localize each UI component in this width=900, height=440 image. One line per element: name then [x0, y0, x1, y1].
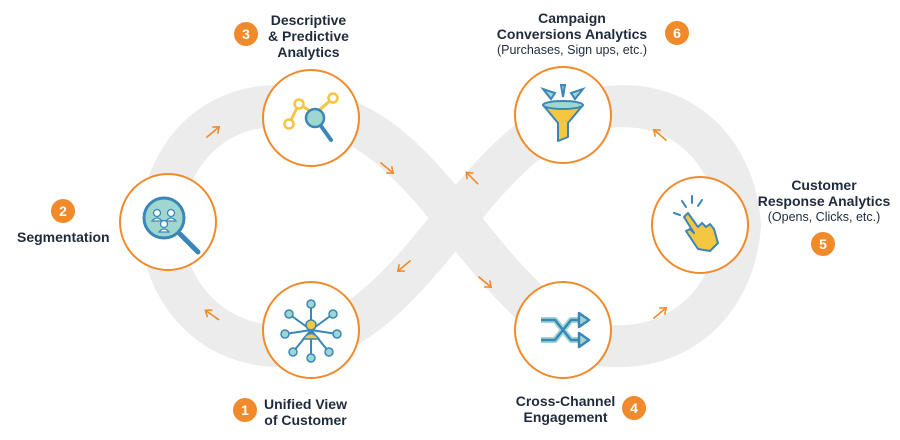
arrow-icon — [380, 162, 395, 174]
step-6-label: Campaign Conversions Analytics (Purchase… — [483, 10, 661, 58]
step-5-title-line1: Customer — [791, 177, 857, 193]
step-3-title-line1: Descriptive — [270, 12, 347, 28]
click-hand-icon — [673, 195, 719, 252]
step-1-label: Unified View of Customer — [264, 396, 347, 428]
step-3-badge: 3 — [234, 22, 258, 46]
step-5-label: Customer Response Analytics (Opens, Clic… — [753, 177, 895, 225]
step-3-title-line3: Analytics — [277, 44, 340, 60]
step-1-title-line2: of Customer — [264, 412, 347, 428]
arrow-icon — [653, 307, 668, 319]
funnel-icon — [540, 84, 586, 142]
step-5-title-line2: Response Analytics — [757, 193, 891, 209]
step-3-title-line2: & Predictive — [268, 28, 349, 44]
step-5-title-line3: (Opens, Clicks, etc.) — [767, 210, 881, 224]
arrow-icon — [652, 129, 667, 141]
step-6-title-line2: Conversions Analytics — [496, 26, 648, 42]
step-4-label: Cross-Channel Engagement — [513, 393, 618, 425]
step-3-label: Descriptive & Predictive Analytics — [268, 12, 349, 60]
line-chart-magnifier-icon — [283, 92, 339, 142]
network-people-icon — [280, 299, 342, 363]
step-4-title-line1: Cross-Channel — [515, 393, 616, 409]
arrow-icon — [206, 126, 221, 138]
arrow-icon — [478, 276, 493, 288]
step-4-badge: 4 — [622, 396, 646, 420]
step-4-title-line2: Engagement — [523, 409, 608, 425]
arrow-icon — [465, 171, 479, 185]
step-1-badge: 1 — [233, 398, 257, 422]
step-5-badge: 5 — [811, 232, 835, 256]
step-1-title-line1: Unified View — [264, 396, 347, 412]
shuffle-arrows-icon — [541, 311, 591, 349]
arrow-icon — [204, 309, 220, 321]
step-2-badge: 2 — [51, 199, 75, 223]
step-2-title-line1: Segmentation — [17, 229, 110, 245]
magnifier-people-icon — [142, 196, 201, 255]
step-6-badge: 6 — [665, 21, 689, 45]
arrow-icon — [396, 260, 411, 272]
step-6-title-line1: Campaign — [538, 10, 606, 26]
flow-arrows — [204, 126, 668, 321]
step-2-label: Segmentation — [17, 229, 110, 245]
step-6-title-line3: (Purchases, Sign ups, etc.) — [496, 43, 648, 57]
